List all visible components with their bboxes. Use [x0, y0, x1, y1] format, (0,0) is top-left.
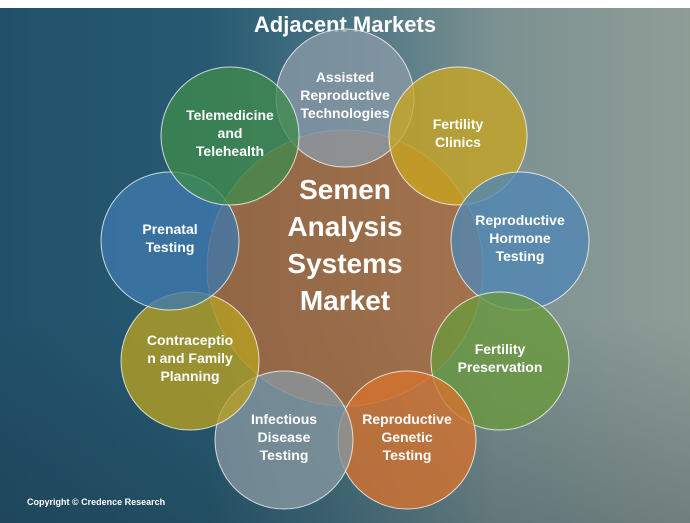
market-label: Reproductive Genetic Testing — [362, 411, 452, 463]
market-label: Reproductive Hormone Testing — [475, 212, 565, 264]
market-circle — [388, 66, 528, 206]
market-label: Assisted Reproductive Technologies — [300, 69, 390, 121]
market-circle — [160, 66, 300, 206]
market-label: Prenatal Testing — [142, 221, 198, 255]
market-circle — [430, 291, 570, 431]
market-label: Telemedicine and Telehealth — [186, 107, 274, 159]
copyright-text: Copyright © Credence Research — [27, 497, 166, 507]
market-label: Contraceptio n and Family Planning — [146, 332, 234, 384]
market-label: Fertility Preservation — [457, 341, 543, 375]
market-label: Fertility Clinics — [432, 116, 484, 150]
center-market-label: Semen Analysis Systems Market — [287, 174, 403, 316]
market-circle — [100, 171, 240, 311]
market-circle — [214, 370, 354, 510]
market-label: Infectious Disease Testing — [250, 411, 318, 463]
